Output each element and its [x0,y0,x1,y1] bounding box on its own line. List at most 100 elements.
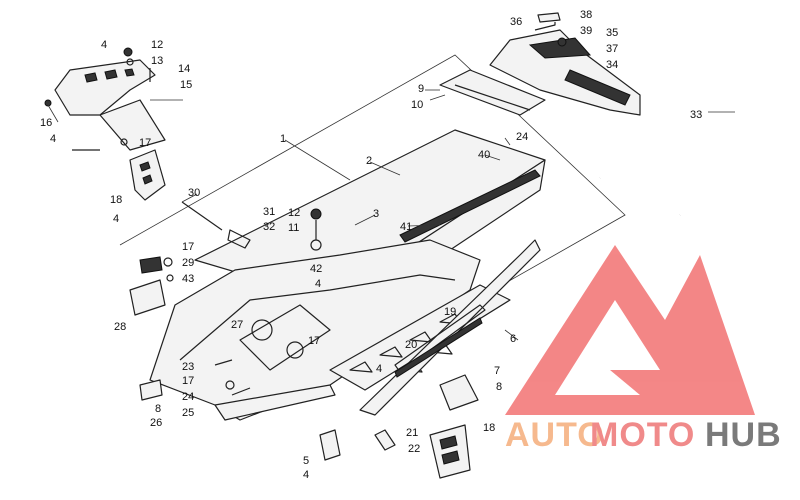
watermark-moto: MOTO [590,416,695,454]
callout-33: 33 [690,109,702,121]
callout-19: 19 [444,306,456,318]
callout-11: 11 [288,222,299,234]
front-lower-frame [214,384,336,421]
callout-18a: 18 [110,194,122,206]
chassis-brace [239,304,331,371]
bracket-arm [99,99,166,151]
callout-5: 5 [303,455,309,467]
callout-24a: 24 [516,131,528,143]
callout-34: 34 [606,59,618,71]
watermark-auto: AUTO [505,416,605,454]
bracket-21 [374,429,396,451]
nut-43 [166,274,174,282]
rear-bumper-inner [598,83,763,217]
callout-29: 29 [182,257,194,269]
rear-storage [489,22,641,116]
storage-side-strip [564,69,631,106]
callout-17d: 17 [182,375,194,387]
callout-32: 32 [263,221,275,233]
tunnel-rail [399,169,541,243]
callout-4c: 4 [113,213,119,225]
bolt-16 [44,99,52,107]
bracket-29 [139,256,163,274]
callout-4e: 4 [376,363,382,375]
chassis-hole-right [286,341,304,359]
decal-38 [537,12,561,23]
callout-labels: 1 2 3 4 4 4 4 4 4 5 6 7 8 8 9 10 11 12 1… [40,9,702,481]
callout-20: 20 [405,339,417,351]
callout-30: 30 [188,187,200,199]
bracket-31-32 [227,229,251,249]
callout-37: 37 [606,43,618,55]
washer-13 [126,58,134,66]
bolt-17-top [163,257,173,267]
callout-17b: 17 [182,241,194,253]
callout-10: 10 [411,99,423,111]
leader-lines [47,89,735,341]
callout-12a: 12 [151,39,163,51]
upper-bracket [54,59,166,151]
lower-bracket-holes [139,161,153,185]
callout-25: 25 [182,407,194,419]
chassis-hole-left [251,319,273,341]
bracket-5 [319,429,341,461]
bolt-12-center [310,208,322,220]
callout-17c: 17 [308,335,320,347]
callout-21: 21 [406,427,418,439]
callout-35: 35 [606,27,618,39]
washer-24 [225,380,235,390]
callout-14: 14 [178,63,190,75]
callout-4f: 4 [303,469,309,481]
bolt-25 [231,387,251,396]
callout-31: 31 [263,206,275,218]
callout-39: 39 [580,25,592,37]
bolt-39 [557,37,567,47]
callout-27: 27 [231,319,243,331]
callout-18b: 18 [483,422,495,434]
callout-26: 26 [150,417,162,429]
callout-12b: 12 [288,207,300,219]
callout-6: 6 [510,333,516,345]
callout-16: 16 [40,117,52,129]
watermark-hub: HUB [705,416,782,454]
seat-support-rib [454,84,531,111]
grommet-42 [310,239,322,251]
logo-triangle [505,245,755,415]
callout-9: 9 [418,83,424,95]
callout-36: 36 [510,16,522,28]
callout-17a: 17 [139,137,151,149]
step-strip-20 [394,317,483,378]
chassis-inner [179,274,456,361]
side-bracket-7 [439,374,479,411]
callout-41: 41 [400,221,412,233]
callout-4b: 4 [50,133,56,145]
nut-12-top [123,47,133,57]
callout-23: 23 [182,361,194,373]
side-bracket-18 [429,424,471,479]
callout-2: 2 [366,155,372,167]
side-bracket-18-holes [439,435,460,465]
bracket-28 [129,279,166,316]
watermark-text: AUTO MOTO HUB [505,416,782,454]
callout-28: 28 [114,321,126,333]
callout-13: 13 [151,55,163,67]
callout-4d: 4 [315,278,321,290]
callout-40: 40 [478,149,490,161]
callout-4a: 4 [101,39,107,51]
callout-15: 15 [180,79,192,91]
bracket-slots [84,68,135,83]
bracket-26 [139,379,163,401]
callout-24b: 24 [182,391,194,403]
callout-1: 1 [280,133,286,145]
callout-38: 38 [580,9,592,21]
lower-bracket [129,149,166,201]
watermark-logo [505,245,755,415]
storage-latch [534,22,556,31]
callout-8b: 8 [155,403,161,415]
bolt-23 [214,359,233,366]
callout-22: 22 [408,443,420,455]
logo-inner-triangle [600,332,635,360]
callout-8a: 8 [496,381,502,393]
